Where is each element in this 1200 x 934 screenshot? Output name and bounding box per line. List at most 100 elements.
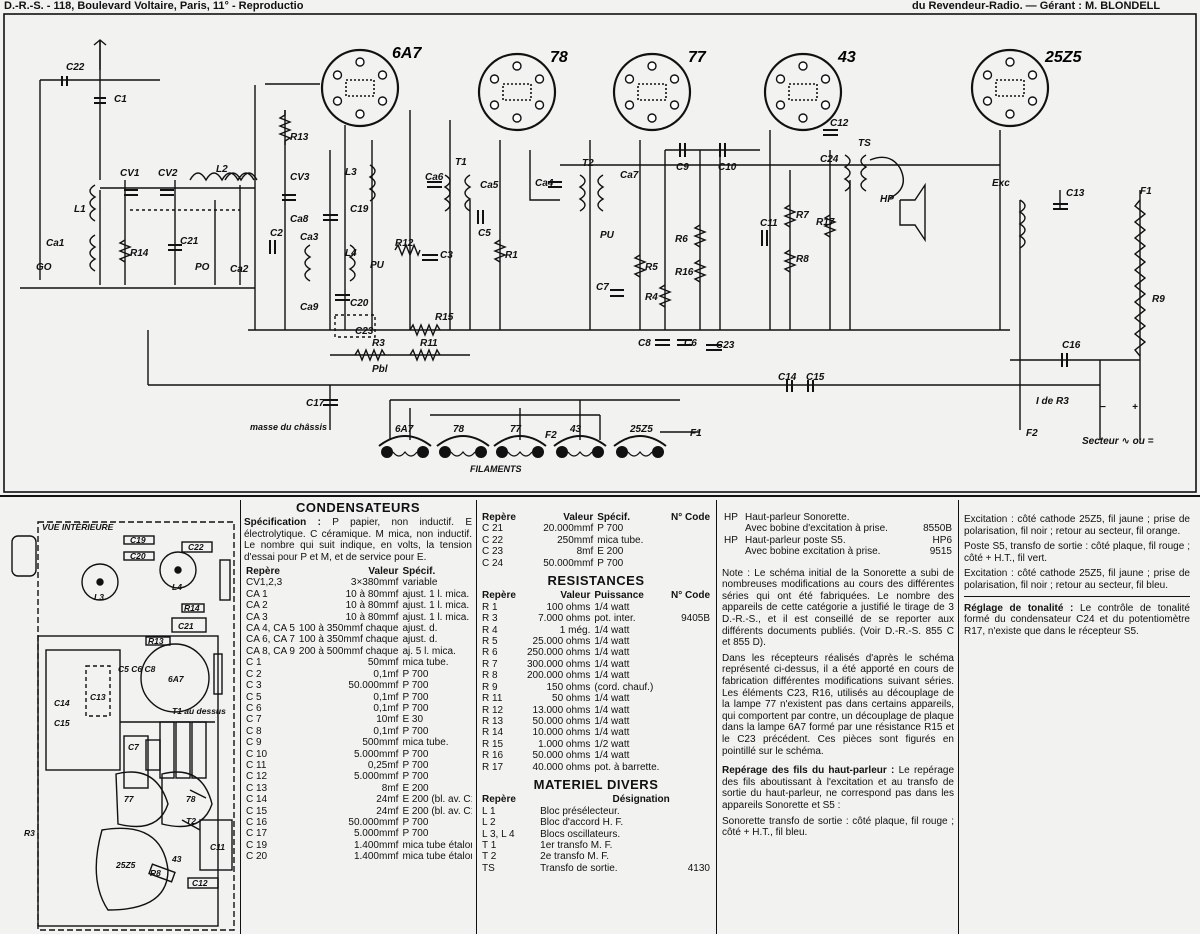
right-divider xyxy=(964,595,1190,597)
tube-label-78: 78 xyxy=(550,49,568,66)
tube-25z5-envelope xyxy=(970,48,1050,128)
vue-r13: R13 xyxy=(148,636,164,646)
table-cell: CA 6, CA 7 xyxy=(246,634,295,646)
table-cell: Bloc d'accord H. F. xyxy=(540,817,624,829)
table-cell: 500mmf xyxy=(362,737,399,749)
label-r11: R11 xyxy=(420,338,438,349)
tube-pin xyxy=(820,74,831,84)
table-cell: 1/4 watt xyxy=(594,727,630,739)
tube-pin xyxy=(1005,109,1015,119)
table-cell: CA 1 xyxy=(246,588,268,600)
table-cell: 1/4 watt xyxy=(594,636,630,648)
label-minus: − xyxy=(1100,402,1106,413)
table-cell: Haut-parleur poste S5. xyxy=(745,534,846,546)
tube-pin xyxy=(355,109,365,119)
label-c17: C17 xyxy=(306,398,325,409)
table-cell: P 700 xyxy=(597,557,624,569)
label-ca5: Ca5 xyxy=(480,180,499,191)
filament-pin xyxy=(616,446,628,458)
column-header: Repère xyxy=(482,590,516,602)
tube-pin xyxy=(982,70,993,80)
interior-view-diagram: VUE INTÉRIEURE C19 C20 C22 L3 L4 R14 C21… xyxy=(11,521,235,931)
table-cell xyxy=(658,546,712,557)
filament-pin xyxy=(652,446,664,458)
table-cell: variable xyxy=(402,577,438,589)
label-ca3: Ca3 xyxy=(300,232,319,243)
label-r9: R9 xyxy=(1152,294,1165,305)
table-cell: mica tube étalonné. xyxy=(402,839,472,851)
header-right: du Revendeur-Radio. — Gérant : M. BLONDE… xyxy=(912,0,1161,12)
table-cell: aj. 5 l. mica. xyxy=(402,645,456,657)
table-cell xyxy=(672,817,712,828)
table-cell: 1/4 watt xyxy=(594,670,630,682)
label-l2: L2 xyxy=(216,164,228,175)
table-cell: 1er transfo M. F. xyxy=(540,839,613,851)
tube-pin xyxy=(1027,70,1038,80)
vue-c19: C19 xyxy=(130,535,146,545)
tube-pin xyxy=(669,74,680,84)
table-cell: C 24 xyxy=(482,557,504,569)
table-cell: 9515 xyxy=(929,546,952,558)
table-cell: 100 à 350mmf chaque xyxy=(298,634,399,646)
table-row: CV1,2,33×380mmfvariable11438 xyxy=(244,577,472,588)
tube-label-6a7: 6A7 xyxy=(392,45,422,62)
table-cell: E 200 xyxy=(597,546,624,558)
note-p2: Dans les récepteurs réalisés d'après le … xyxy=(722,652,954,757)
table-cell: 10 à 80mmf xyxy=(345,600,399,612)
table-cell: C 9 xyxy=(246,737,262,749)
vue-77: 77 xyxy=(124,794,135,804)
table-cell: C 7 xyxy=(246,714,262,726)
label-c11: C11 xyxy=(760,218,778,229)
table-cell: C 14 xyxy=(246,794,268,806)
tube-label-77: 77 xyxy=(688,49,707,66)
table-cell: 1/4 watt xyxy=(594,658,630,670)
table-cell: pot. à barrette. xyxy=(594,761,660,773)
label-ca8: Ca8 xyxy=(290,214,309,225)
table-cell: Avec bobine excitation à prise. xyxy=(745,546,881,558)
table-cell: C 8 xyxy=(246,725,262,737)
table-cell: mica tube. xyxy=(597,534,644,546)
table-cell: R 7 xyxy=(482,658,498,670)
vue-t2: T2 xyxy=(186,816,196,826)
table-cell: 1 még. xyxy=(559,624,591,636)
tube-pin xyxy=(355,57,365,67)
table-cell: 25.000 ohms xyxy=(532,636,591,648)
table-cell: 5.000mmf xyxy=(353,748,399,760)
table-cell: R 12 xyxy=(482,704,504,716)
filament-25z5-envelope xyxy=(613,435,667,447)
table-cell: P 700 xyxy=(402,668,429,680)
filament-label-43: 43 xyxy=(569,424,582,435)
table-cell: C 21 xyxy=(482,523,504,535)
table-cell: 50.000mmf xyxy=(543,557,594,569)
label-ca7: Ca7 xyxy=(620,170,639,181)
tube-pin xyxy=(624,74,635,84)
filament-77-envelope xyxy=(493,435,547,447)
label-t1: T1 xyxy=(455,157,467,168)
label-l1: L1 xyxy=(74,204,86,215)
note-p1: Note : Le schéma initial de la Sonorette… xyxy=(722,567,954,649)
tube-pin xyxy=(820,100,831,110)
table-cell: 0,1mf xyxy=(373,668,399,680)
table-cell: R 17 xyxy=(482,761,504,773)
column-rule-1 xyxy=(240,500,241,934)
